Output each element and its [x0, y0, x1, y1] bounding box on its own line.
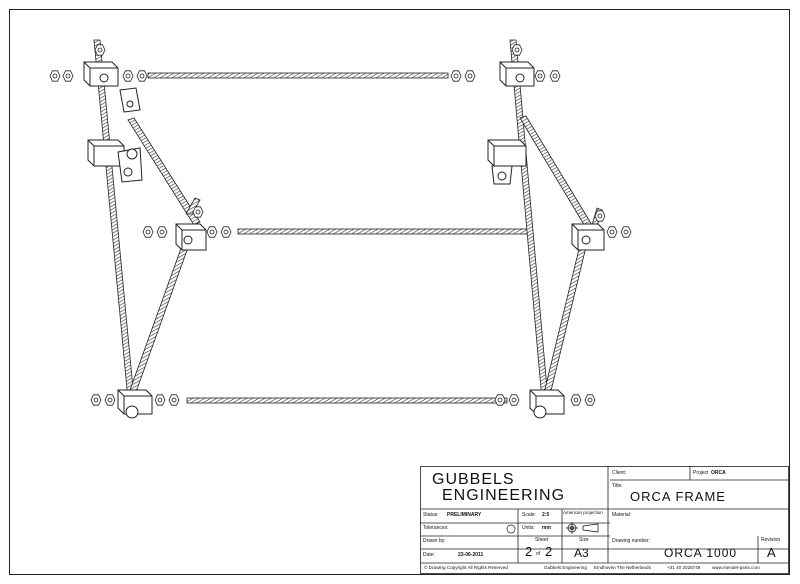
rod-stub-left [185, 197, 201, 215]
projection-symbol-icon [566, 522, 599, 534]
sheet-current: 2 [525, 544, 533, 559]
client-label: Client: [612, 470, 627, 476]
rod-bottom [186, 397, 508, 404]
tolerance-symbol-icon [506, 524, 516, 534]
nut-hole-icon [145, 229, 151, 235]
status-label: Status: [423, 512, 439, 518]
nut-hole-icon [125, 73, 131, 79]
title-value: ORCA FRAME [630, 489, 726, 504]
block-top-left [83, 61, 119, 87]
date-value: 23-06-2011 [458, 552, 484, 558]
title-block-grid [420, 466, 789, 574]
nut-hole-icon [107, 397, 113, 403]
nut-hole-icon [65, 73, 71, 79]
nut-hole-icon [511, 397, 517, 403]
sheet-label: Sheet [535, 537, 549, 543]
sheet-border [9, 9, 790, 575]
nut-hole-icon [157, 397, 163, 403]
date-label: Date: [423, 552, 435, 558]
title-block: GUBBELS ENGINEERING Client: Project ORCA… [420, 466, 789, 574]
block-top-right-lower [487, 139, 527, 185]
company-name-line2: ENGINEERING [442, 487, 566, 504]
nut-hole-icon [467, 73, 473, 79]
block-top-left-lower [87, 139, 143, 183]
block-top-right [499, 61, 535, 87]
scale-value: 2:5 [542, 512, 550, 518]
rod-top [147, 72, 449, 79]
revision-value: A [767, 545, 776, 560]
rod-middle [237, 228, 531, 235]
nut-hole-icon [552, 73, 558, 79]
nut-hole-icon [573, 397, 579, 403]
nut-hole-icon [609, 229, 615, 235]
block-middle-right [571, 223, 605, 251]
horizontal-rods [147, 72, 531, 404]
project-value: ORCA [711, 470, 726, 476]
nut-hole-icon [223, 229, 229, 235]
nut-hole-icon [52, 73, 58, 79]
footer-web: www.mendel-parts.com [712, 565, 760, 570]
nut-hole-icon [597, 213, 603, 219]
footer-phone: +31 40 2026749 [667, 565, 701, 570]
nut-hole-icon [139, 73, 145, 79]
block-bottom-left [117, 389, 153, 419]
project-label: Project [693, 470, 709, 476]
units-label: Units: [522, 525, 535, 531]
nuts-and-washers [49, 44, 632, 406]
tolerances-label: Tolerances: [423, 525, 449, 531]
nut-hole-icon [453, 73, 459, 79]
nut-hole-icon [209, 229, 215, 235]
size-value: A3 [574, 546, 589, 560]
footer-company: Gubbels Engineering [544, 565, 587, 570]
rod-right-vertical [509, 39, 549, 401]
footer-copyright: © Drawing Copyright All Rights Reserved [424, 565, 508, 570]
drawing-number-value: ORCA 1000 [664, 546, 738, 560]
block-bottom-right [529, 389, 565, 419]
nut-hole-icon [159, 229, 165, 235]
scale-label: Scale: [522, 512, 536, 518]
rod-right-lower [543, 244, 587, 396]
nut-hole-icon [623, 229, 629, 235]
projection-label: American projection [563, 510, 603, 515]
drawn-by-label: Drawn by: [423, 538, 446, 544]
diagonal-rods [93, 39, 603, 411]
units-value: mm [542, 525, 551, 531]
nut-hole-icon [497, 397, 503, 403]
nut-hole-icon [587, 397, 593, 403]
nut-hole-icon [537, 73, 543, 79]
nut-hole-icon [171, 397, 177, 403]
status-value: PRELIMINARY [447, 512, 482, 518]
title-label: Title: [612, 483, 623, 489]
rod-left-lower [129, 239, 191, 393]
material-label: Material: [612, 512, 632, 518]
rod-left-diagonal [127, 117, 201, 226]
nut-hole-icon [195, 209, 201, 215]
footer-location: Eindhoven The Netherlands [594, 565, 651, 570]
drawing-number-label: Drawing number: [612, 538, 651, 544]
corner-blocks [83, 61, 605, 419]
size-label: Size [579, 537, 589, 543]
block-middle-left [175, 223, 207, 251]
revision-label: Revision [761, 537, 781, 543]
nut-hole-icon [93, 397, 99, 403]
block-left-bracket [119, 87, 141, 113]
sheet-total: 2 [545, 544, 553, 559]
company-name-line1: GUBBELS [432, 471, 515, 488]
nut-hole-icon [97, 47, 103, 53]
nut-hole-icon [514, 47, 520, 53]
sheet-of: of [536, 551, 541, 557]
